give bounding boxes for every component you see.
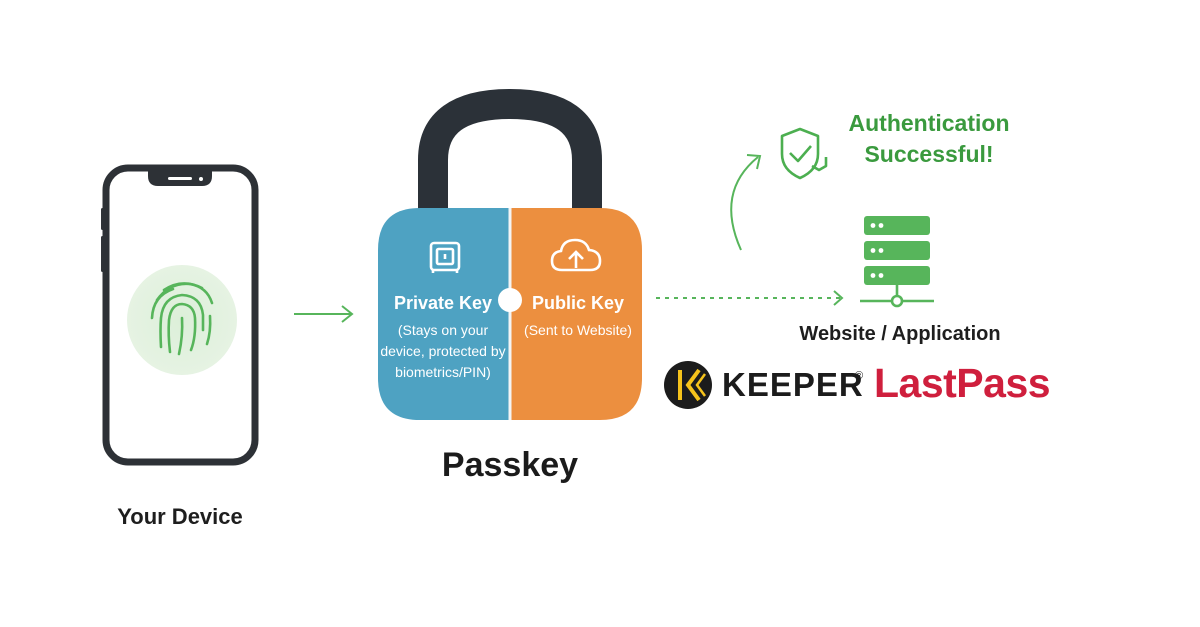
keeper-wordmark: KEEPER	[722, 366, 864, 403]
public-key-title: Public Key	[531, 293, 625, 313]
arrow-device-to-passkey	[294, 305, 354, 323]
keeper-logo-icon	[664, 361, 712, 409]
auth-success-line2: Successful!	[864, 141, 994, 167]
public-key-panel	[510, 208, 642, 420]
fingerprint-icon	[127, 265, 237, 375]
passkey-label: Passkey	[441, 446, 579, 484]
keeper-registered-mark: ®	[855, 370, 864, 382]
auth-success-message: Authentication Successful!	[834, 108, 1024, 170]
passkey-lock-icon	[378, 88, 642, 420]
public-key-description: (Sent to Website)	[524, 322, 632, 338]
private-key-description: (Stays on your device, protected by biom…	[380, 322, 506, 380]
server-label: Website / Application	[799, 323, 1001, 345]
shield-check-icon	[780, 127, 828, 180]
server-rack-icon	[860, 216, 934, 308]
auth-success-line1: Authentication	[848, 110, 1010, 136]
cloud-upload-icon	[550, 238, 602, 272]
arrow-passkey-to-server	[656, 290, 844, 306]
private-key-panel	[378, 208, 510, 420]
private-key-title: Private Key	[393, 293, 493, 313]
arrow-server-to-success	[730, 154, 762, 251]
device-label: Your Device	[117, 504, 243, 529]
lastpass-wordmark: LastPass	[874, 360, 1051, 406]
safe-icon	[429, 241, 461, 273]
